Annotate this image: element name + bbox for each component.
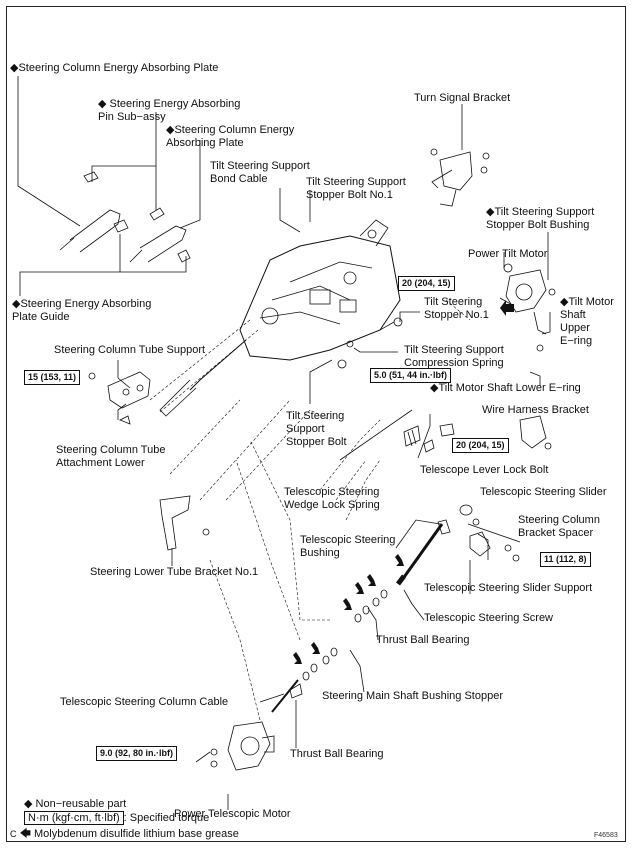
figure-id: F46583 xyxy=(594,832,618,839)
label-steering-column-tube-support: Steering Column Tube Support xyxy=(54,344,206,356)
label-wire-harness-bracket: Wire Harness Bracket xyxy=(482,404,589,416)
torque-column-tube-support: 15 (153, 11) xyxy=(24,370,81,385)
label-tilt-motor-shaft-lower-ering: ◆Tilt Motor Shaft Lower E−ring xyxy=(430,382,581,394)
label-tilt-steering-stopper-no1: Tilt Steering Stopper No.1 xyxy=(424,296,489,321)
label-telescopic-steering-screw: Telescopic Steering Screw xyxy=(424,612,554,624)
label-telescopic-steering-slider-support: Telescopic Steering Slider Support xyxy=(424,582,593,594)
label-telescope-lever-lock-bolt: Telescope Lever Lock Bolt xyxy=(420,464,549,476)
label-power-telescopic-motor: Power Telescopic Motor xyxy=(174,808,291,820)
label-telescopic-steering-bushing: Telescopic Steering Bushing xyxy=(300,534,396,559)
label-telescopic-steering-column-cable: Telescopic Steering Column Cable xyxy=(60,696,229,708)
label-steering-lower-tube-bracket-no1: Steering Lower Tube Bracket No.1 xyxy=(90,566,259,578)
label-tilt-motor-shaft-upper-ering: ◆Tilt Motor Shaft Upper E−ring xyxy=(560,296,614,347)
label-power-tilt-motor: Power Tilt Motor xyxy=(468,248,548,260)
legend-grease: C 🡄 Molybdenum disulfide lithium base gr… xyxy=(10,828,239,841)
label-steering-main-shaft-bushing-stopper: Steering Main Shaft Bushing Stopper xyxy=(322,690,504,702)
label-steering-column-energy-absorbing-plate: ◆Steering Column Energy Absorbing Plate xyxy=(10,62,219,74)
label-tilt-steering-support-stopper-bolt-bushing: ◆Tilt Steering Support Stopper Bolt Bush… xyxy=(486,206,595,231)
torque-telescope-lever: 20 (204, 15) xyxy=(452,438,509,453)
torque-tilt-stopper: 20 (204, 15) xyxy=(398,276,455,291)
grease-arrow-icon: 🡄 xyxy=(19,828,31,840)
label-thrust-ball-bearing-lower: Thrust Ball Bearing xyxy=(290,748,384,760)
label-tilt-steering-support-stopper-bolt-no1: Tilt Steering Support Stopper Bolt No.1 xyxy=(306,176,406,201)
label-steering-energy-absorbing-plate-guide: ◆Steering Energy Absorbing Plate Guide xyxy=(12,298,152,323)
label-steering-column-tube-attachment-lower: Steering Column Tube Attachment Lower xyxy=(56,444,166,469)
legend-grease-text: Molybdenum disulfide lithium base grease xyxy=(34,828,239,840)
label-tilt-steering-support-bond-cable: Tilt Steering Support Bond Cable xyxy=(210,160,310,185)
legend-torque-unit: N·m (kgf·cm, ft·lbf) xyxy=(24,811,124,825)
torque-telescopic-motor: 9.0 (92, 80 in.·lbf) xyxy=(96,746,178,761)
leader-line xyxy=(17,76,81,227)
diagram-frame xyxy=(6,6,626,842)
label-steering-energy-absorbing-pin: ◆ Steering Energy Absorbing Pin Sub−assy xyxy=(98,98,241,123)
label-telescopic-steering-slider: Telescopic Steering Slider xyxy=(480,486,607,498)
label-thrust-ball-bearing-upper: Thrust Ball Bearing xyxy=(376,634,470,646)
label-steering-column-bracket-spacer: Steering Column Bracket Spacer xyxy=(518,514,600,539)
legend-torque: N·m (kgf·cm, ft·lbf): Specified torque xyxy=(24,811,210,825)
label-tilt-steering-support-stopper-bolt: Tilt Steering Support Stopper Bolt xyxy=(286,410,347,448)
label-telescopic-steering-wedge-lock-spring: Telescopic Steering Wedge Lock Spring xyxy=(284,486,380,511)
legend-non-reusable: ◆ Non−reusable part xyxy=(24,798,127,810)
legend-torque-desc: : Specified torque xyxy=(123,812,210,824)
torque-stopper-bolt: 5.0 (51, 44 in.·lbf) xyxy=(370,368,452,383)
torque-slider-support: 11 (112, 8) xyxy=(540,552,591,567)
legend-grease-mark: C xyxy=(10,829,17,839)
label-turn-signal-bracket: Turn Signal Bracket xyxy=(414,92,511,104)
label-steering-column-energy-absorbing-plate-2: ◆Steering Column Energy Absorbing Plate xyxy=(166,124,295,149)
label-tilt-steering-support-compression-spring: Tilt Steering Support Compression Spring xyxy=(404,344,504,369)
